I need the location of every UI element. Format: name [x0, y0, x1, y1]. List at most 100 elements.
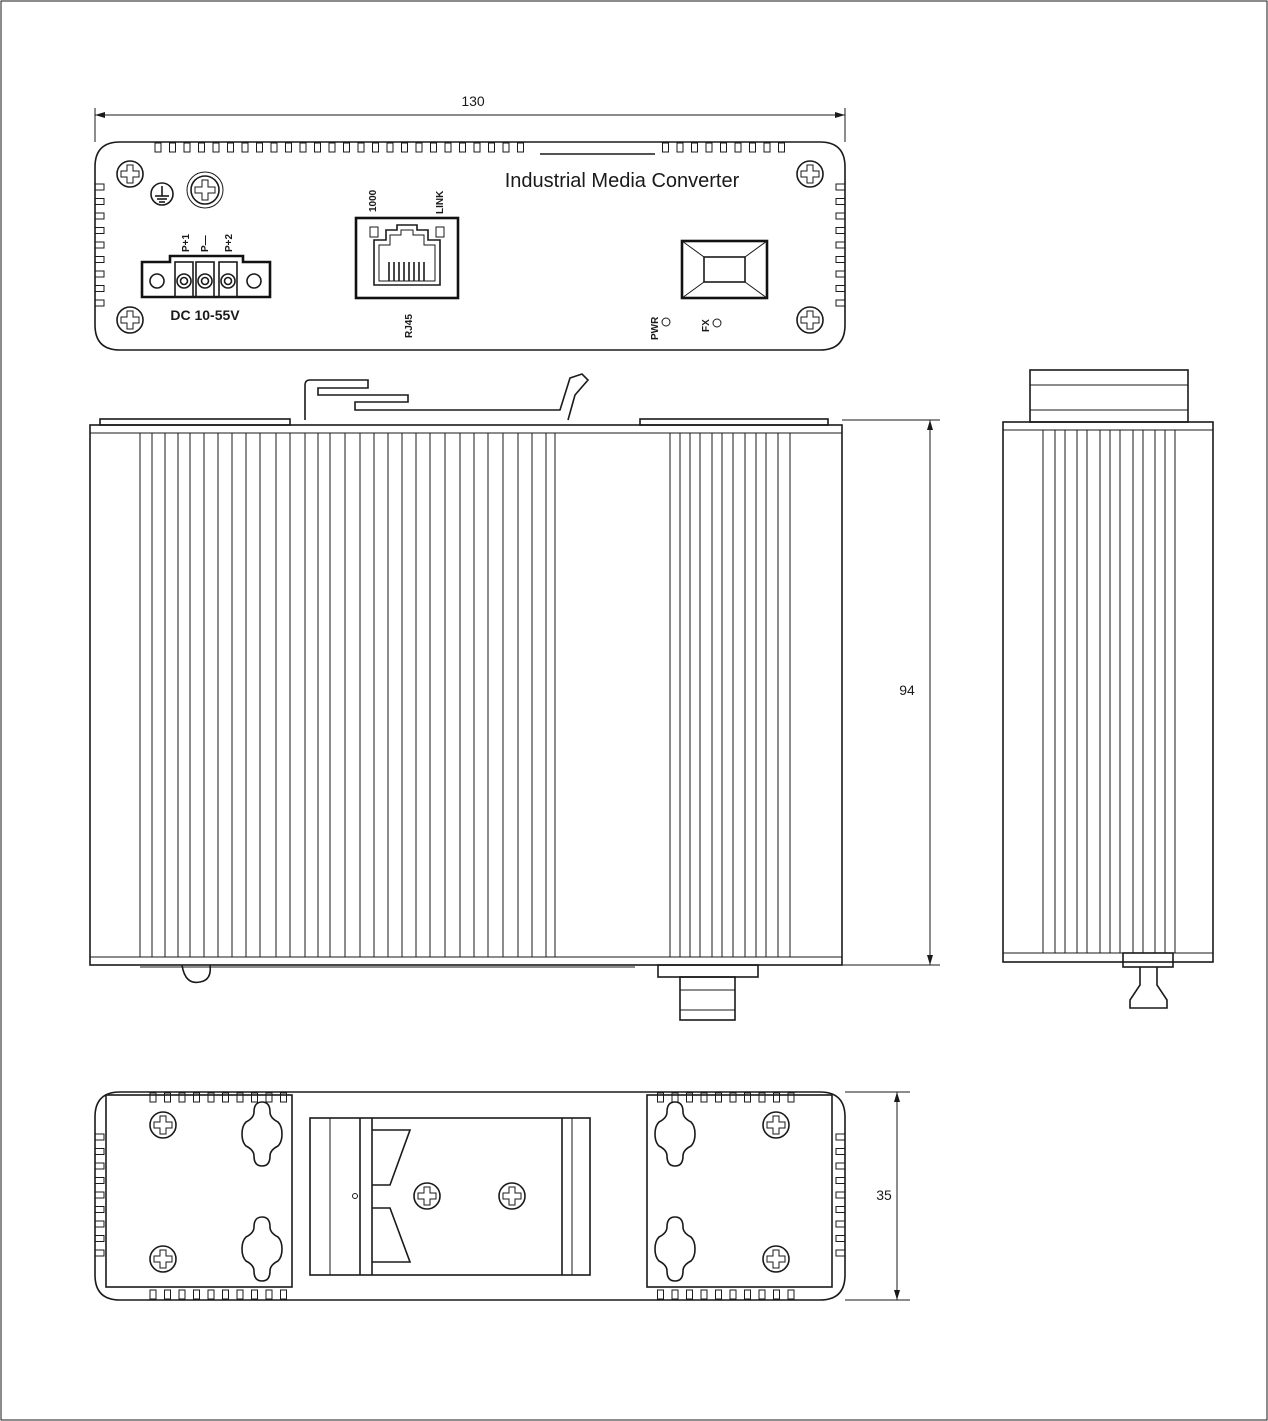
vent-slot — [401, 142, 408, 153]
vent-slot — [94, 1177, 105, 1184]
screw-icon — [796, 160, 824, 188]
vent-slot — [835, 212, 846, 220]
vent-slot — [94, 227, 105, 234]
ground-screw-ring — [186, 171, 224, 209]
fx-led-icon — [712, 318, 722, 328]
rj45-port-label: RJ45 — [404, 314, 415, 338]
product-title: Industrial Media Converter — [505, 170, 740, 192]
vent-slot — [657, 1289, 664, 1300]
vent-slot — [835, 270, 846, 278]
vent-slot — [164, 1092, 171, 1103]
depth-dimension-label: 35 — [876, 1187, 892, 1203]
vent-slot — [183, 142, 191, 153]
pwr-led-icon — [661, 317, 671, 327]
vent-slot — [386, 142, 394, 153]
vent-slot — [744, 1092, 751, 1103]
vent-slot — [430, 142, 437, 153]
power-rating-label: DC 10-55V — [170, 307, 240, 323]
width-dimension-label: 130 — [461, 93, 485, 109]
vent-slot — [700, 1289, 708, 1300]
vent-slot — [169, 142, 176, 153]
din-rail-bracket — [309, 1117, 591, 1276]
din-rail-clip — [304, 373, 590, 421]
ground-screw-side — [181, 964, 212, 984]
vent-slot — [94, 183, 105, 191]
vent-slot — [835, 227, 846, 234]
vent-slot — [729, 1289, 737, 1300]
vent-slot — [343, 142, 350, 153]
fiber-port-side — [657, 964, 759, 978]
vent-slot — [280, 1092, 287, 1103]
vent-slot — [705, 142, 713, 153]
vent-slot — [94, 1220, 105, 1228]
vent-slot — [773, 1289, 780, 1300]
rj45-link-label: LINK — [435, 190, 446, 214]
vent-slot — [835, 1206, 846, 1213]
vent-slot — [835, 1162, 846, 1170]
end-view — [1002, 369, 1214, 1009]
fx-led-label: FX — [701, 319, 712, 332]
vent-slot — [207, 1092, 215, 1103]
mounting-plate-left — [105, 1094, 293, 1288]
vent-slot — [178, 1092, 186, 1103]
vent-slot — [835, 256, 846, 263]
screw-icon — [498, 1182, 526, 1210]
vent-slot — [715, 1092, 722, 1103]
vent-slot — [94, 1133, 105, 1141]
screw-cross — [120, 164, 140, 184]
vent-slot — [700, 1092, 708, 1103]
vent-slot — [715, 1289, 722, 1300]
screw-cross — [153, 1249, 173, 1269]
pin-label-pminus: P— — [200, 235, 211, 252]
vent-slot — [94, 241, 105, 249]
vent-slot — [94, 1206, 105, 1213]
keyhole-slot — [654, 1101, 696, 1167]
vent-slot — [285, 142, 292, 153]
vent-slot — [415, 142, 423, 153]
vent-slot — [236, 1289, 244, 1300]
vent-slot — [758, 1092, 766, 1103]
pin-label-p2: P+2 — [224, 233, 235, 252]
vent-slot — [94, 212, 105, 220]
screw-cross — [502, 1186, 522, 1206]
vent-slot — [357, 142, 365, 153]
vent-slot — [222, 1092, 229, 1103]
side-body — [89, 424, 843, 966]
vent-slot — [835, 1148, 846, 1155]
screw-cross — [120, 310, 140, 330]
vent-slot — [835, 183, 846, 191]
vent-slot — [280, 1289, 287, 1300]
vent-slot — [241, 142, 249, 153]
vent-slot — [154, 142, 162, 153]
height-dimension: 94 — [842, 419, 940, 966]
vent-slot — [778, 142, 785, 153]
vent-slot — [149, 1289, 157, 1300]
vent-slot — [835, 1220, 846, 1228]
screw-icon — [796, 306, 824, 334]
height-dimension-label: 94 — [899, 682, 915, 698]
rj45-speed-label: 1000 — [368, 189, 379, 212]
screw-icon — [116, 160, 144, 188]
vent-slot — [763, 142, 771, 153]
vent-slot — [835, 285, 846, 292]
vent-slot — [657, 1092, 664, 1103]
vent-slot — [676, 142, 684, 153]
vent-slot — [686, 1092, 693, 1103]
vent-slot — [835, 241, 846, 249]
bottom-view — [94, 1091, 846, 1301]
vent-slot — [212, 142, 220, 153]
vent-slot — [94, 1249, 105, 1257]
vent-slot — [720, 142, 727, 153]
vent-slot — [94, 198, 105, 205]
screw-icon — [149, 1111, 177, 1139]
vent-slot — [265, 1092, 273, 1103]
screw-icon — [149, 1245, 177, 1273]
vent-slot — [787, 1092, 795, 1103]
vent-slot — [459, 142, 466, 153]
fiber-port — [680, 239, 769, 300]
screw-cross — [800, 310, 820, 330]
vent-slot — [94, 256, 105, 263]
vent-slot — [473, 142, 481, 153]
screw-icon — [762, 1245, 790, 1273]
